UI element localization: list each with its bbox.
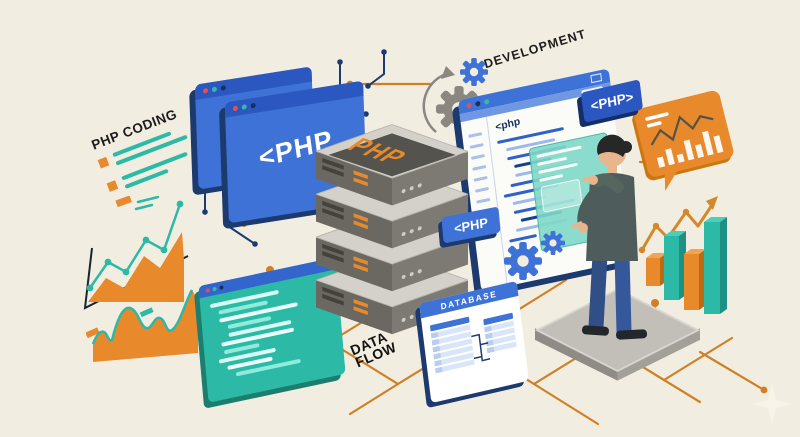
db-relation-lines	[471, 333, 491, 362]
minimize-icon	[475, 100, 481, 107]
orange-bullet-icon	[106, 180, 119, 192]
window-button-icon	[590, 72, 603, 84]
isometric-bar-chart	[638, 196, 727, 314]
close-icon	[205, 288, 210, 293]
maximize-icon	[483, 98, 490, 105]
bar-teal	[704, 217, 727, 314]
gear-icon	[541, 231, 565, 255]
arrowhead-icon	[441, 66, 455, 79]
orange-bullet-icon	[97, 156, 110, 169]
maximize-icon	[250, 102, 256, 109]
minimize-icon	[211, 86, 217, 93]
wave-area-chart	[86, 289, 198, 362]
developer-figure	[571, 134, 648, 340]
minimize-icon	[212, 286, 217, 292]
gear-icon	[460, 58, 488, 86]
growth-line-chart	[83, 196, 189, 310]
database-schema-card: DATABASE	[419, 280, 529, 404]
close-icon	[232, 105, 238, 112]
maximize-icon	[220, 85, 226, 91]
gear-icon	[504, 242, 542, 280]
server-stack	[316, 124, 468, 335]
server-top-panel	[328, 133, 456, 177]
navy-node-dots	[202, 49, 387, 247]
close-icon	[202, 87, 209, 94]
minimize-icon	[241, 104, 247, 110]
db-table	[429, 316, 475, 374]
php-open-tag: <php	[494, 115, 522, 134]
close-icon	[466, 102, 472, 109]
analytics-bubble-chart	[632, 90, 734, 191]
maximize-icon	[219, 285, 224, 291]
